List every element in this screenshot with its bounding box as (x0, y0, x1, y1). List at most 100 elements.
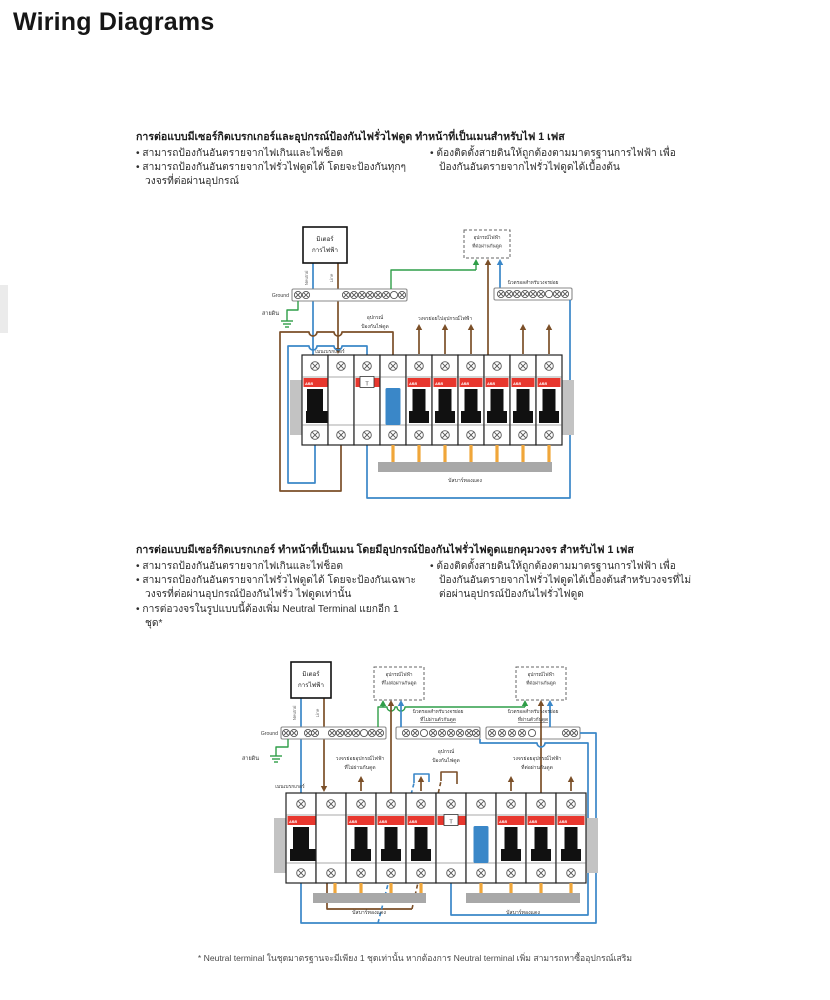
svg-text:เมนเบรกเกอร์: เมนเบรกเกอร์ (315, 348, 345, 355)
svg-text:ABB: ABB (408, 820, 417, 824)
svg-text:T: T (449, 820, 453, 826)
svg-text:บัสบาร์ทองแดง: บัสบาร์ทองแดง (448, 477, 482, 484)
bullet-item: • สามารถป้องกันอันตรายจากไฟรั่วไฟดูดได้ … (136, 575, 417, 601)
section-2-right-bullets: • ต้องติดตั้งสายดินให้ถูกต้องตามมาตรฐานก… (430, 560, 702, 630)
svg-text:ที่ต่อผ่านกันดูด: ที่ต่อผ่านกันดูด (526, 680, 556, 687)
neutral-bar-left (395, 726, 481, 740)
copper-busbar-right: บัสบาร์ทองแดง (466, 883, 580, 916)
branch-breaker-module: ABB (495, 792, 527, 884)
meter-box: มิเตอร์การไฟฟ้า (290, 661, 332, 699)
branch-breaker-module: ABB (345, 792, 377, 884)
neutral-bar-right (485, 726, 581, 740)
svg-text:ที่ต่อผ่านกันดูด: ที่ต่อผ่านกันดูด (521, 764, 553, 771)
branch-breaker-module: ABB (457, 354, 485, 446)
svg-text:ABB: ABB (304, 382, 313, 386)
svg-text:วงจรย่อยอุปกรณ์ไฟฟ้า: วงจรย่อยอุปกรณ์ไฟฟ้า (513, 755, 562, 762)
meter-box: มิเตอร์การไฟฟ้า (302, 226, 348, 264)
section-2-heading: การต่อแบบมีเซอร์กิตเบรกเกอร์ ทำหน้าที่เป… (136, 544, 634, 556)
svg-text:Ground: Ground (261, 731, 278, 737)
left-edge-tab (0, 285, 8, 333)
wires-under (300, 698, 328, 793)
svg-text:ABB: ABB (460, 382, 469, 386)
section-2: การต่อแบบมีเซอร์กิตเบรกเกอร์ ทำหน้าที่เป… (136, 543, 702, 631)
section-1-heading: การต่อแบบมีเซอร์กิตเบรกเกอร์และอุปกรณ์ป้… (136, 131, 565, 143)
branch-breaker-module: ABB (483, 354, 511, 446)
svg-text:ABB: ABB (558, 820, 567, 824)
neutral-bar (493, 287, 573, 301)
svg-text:ABB: ABB (408, 382, 417, 386)
branch-breaker-module: ABB (405, 354, 433, 446)
bullet-item: • ต้องติดตั้งสายดินให้ถูกต้องตามมาตรฐานก… (430, 148, 676, 174)
bullet-item: • สามารถป้องกันอันตรายจากไฟรั่วไฟดูดได้ … (136, 162, 407, 188)
svg-text:ที่ผ่านตัวกันดูด: ที่ผ่านตัวกันดูด (518, 716, 548, 723)
svg-text:นิวตรอลสำหรับวงจรย่อย: นิวตรอลสำหรับวงจรย่อย (413, 709, 464, 715)
svg-text:Line: Line (329, 273, 334, 282)
svg-text:อุปกรณ์ไฟฟ้า: อุปกรณ์ไฟฟ้า (473, 234, 500, 241)
svg-text:ที่ไม่ผ่านตัวกันดูด: ที่ไม่ผ่านตัวกันดูด (420, 716, 456, 723)
footnote: * Neutral terminal ในชุดมาตรฐานจะมีเพียง… (197, 953, 633, 963)
svg-text:ที่ไม่ต่อผ่านกันดูด: ที่ไม่ต่อผ่านกันดูด (381, 680, 416, 687)
main-breaker-module (315, 792, 347, 884)
bullet-item: • สามารถป้องกันอันตรายจากไฟเกินและไฟช็อต (136, 148, 344, 160)
svg-text:บัสบาร์ทองแดง: บัสบาร์ทองแดง (352, 909, 386, 916)
ground-bar (280, 726, 387, 740)
svg-text:มิเตอร์: มิเตอร์ (316, 235, 334, 243)
svg-text:ABB: ABB (434, 382, 443, 386)
section-2-left-bullets: • สามารถป้องกันอันตรายจากไฟเกินและไฟช็อต… (136, 560, 418, 630)
appliance-box-right: อุปกรณ์ไฟฟ้าที่ต่อผ่านกันดูด (515, 666, 567, 701)
svg-text:สายดิน: สายดิน (262, 310, 279, 317)
svg-text:ABB: ABB (528, 820, 537, 824)
svg-text:ABB: ABB (378, 820, 387, 824)
breaker-panel: ABB T ABB ABB ABB ABB ABB ABB (290, 354, 574, 446)
bullet-item: • สามารถป้องกันอันตรายจากไฟเกินและไฟช็อต (136, 561, 344, 573)
svg-text:Ground: Ground (272, 293, 289, 299)
svg-text:ป้องกันไฟดูด: ป้องกันไฟดูด (432, 757, 460, 764)
rcd-module (379, 354, 407, 446)
svg-text:อุปกรณ์ไฟฟ้า: อุปกรณ์ไฟฟ้า (385, 671, 412, 678)
svg-text:ที่ไม่ผ่านกันดูด: ที่ไม่ผ่านกันดูด (344, 764, 375, 771)
svg-text:ABB: ABB (288, 820, 297, 824)
svg-text:Neutral: Neutral (292, 706, 297, 721)
svg-text:นิวตรอลสำหรับวงจรย่อย: นิวตรอลสำหรับวงจรย่อย (508, 280, 559, 286)
svg-text:บัสบาร์ทองแดง: บัสบาร์ทองแดง (506, 909, 540, 916)
bullet-item: • ต้องติดตั้งสายดินให้ถูกต้องตามมาตรฐานก… (430, 561, 692, 601)
appliance-box: อุปกรณ์ไฟฟ้าที่ต่อผ่านกันดูด (463, 229, 511, 259)
svg-text:T: T (365, 382, 369, 388)
svg-text:อุปกรณ์: อุปกรณ์ (438, 748, 455, 755)
svg-text:สายดิน: สายดิน (242, 755, 259, 762)
svg-text:วงจรย่อยอุปกรณ์ไฟฟ้า: วงจรย่อยอุปกรณ์ไฟฟ้า (336, 755, 385, 762)
svg-text:อุปกรณ์: อุปกรณ์ (367, 314, 384, 321)
copper-busbar: บัสบาร์ทองแดง (378, 445, 552, 484)
svg-text:ป้องกันไฟดูด: ป้องกันไฟดูด (361, 323, 389, 330)
section-1-left-bullets: • สามารถป้องกันอันตรายจากไฟเกินและไฟช็อต… (136, 147, 418, 189)
branch-breaker-module: ABB (405, 792, 437, 884)
branch-breaker-module: ABB (555, 792, 587, 884)
svg-text:การไฟฟ้า: การไฟฟ้า (312, 246, 338, 254)
svg-text:ABB: ABB (498, 820, 507, 824)
branch-breaker-module: ABB (535, 354, 563, 446)
svg-text:เมนเบรกเกอร์: เมนเบรกเกอร์ (275, 783, 305, 790)
wires-under (312, 263, 342, 355)
branch-breaker-module: ABB (509, 354, 537, 446)
rcd-module (465, 792, 497, 884)
svg-text:การไฟฟ้า: การไฟฟ้า (298, 681, 324, 689)
svg-text:Line: Line (315, 708, 320, 717)
branch-breaker-module: ABB (431, 354, 459, 446)
svg-text:ที่ต่อผ่านกันดูด: ที่ต่อผ่านกันดูด (472, 243, 502, 250)
branch-breaker-module: ABB (525, 792, 557, 884)
svg-text:ABB: ABB (486, 382, 495, 386)
svg-text:Neutral: Neutral (304, 271, 309, 286)
svg-text:อุปกรณ์ไฟฟ้า: อุปกรณ์ไฟฟ้า (527, 671, 554, 678)
ground-bar (291, 288, 408, 302)
svg-text:ABB: ABB (512, 382, 521, 386)
svg-text:วงจรย่อยไปอุปกรณ์ไฟฟ้า: วงจรย่อยไปอุปกรณ์ไฟฟ้า (418, 315, 473, 322)
svg-text:ABB: ABB (538, 382, 547, 386)
main-breaker-module (327, 354, 355, 446)
svg-text:นิวตรอลสำหรับวงจรย่อย: นิวตรอลสำหรับวงจรย่อย (508, 709, 559, 715)
bullet-item: • การต่อวงจรในรูปแบบนี้ต้องเพิ่ม Neutral… (136, 603, 399, 629)
page-title: Wiring Diagrams (13, 8, 215, 36)
branch-breaker-module: ABB (375, 792, 407, 884)
